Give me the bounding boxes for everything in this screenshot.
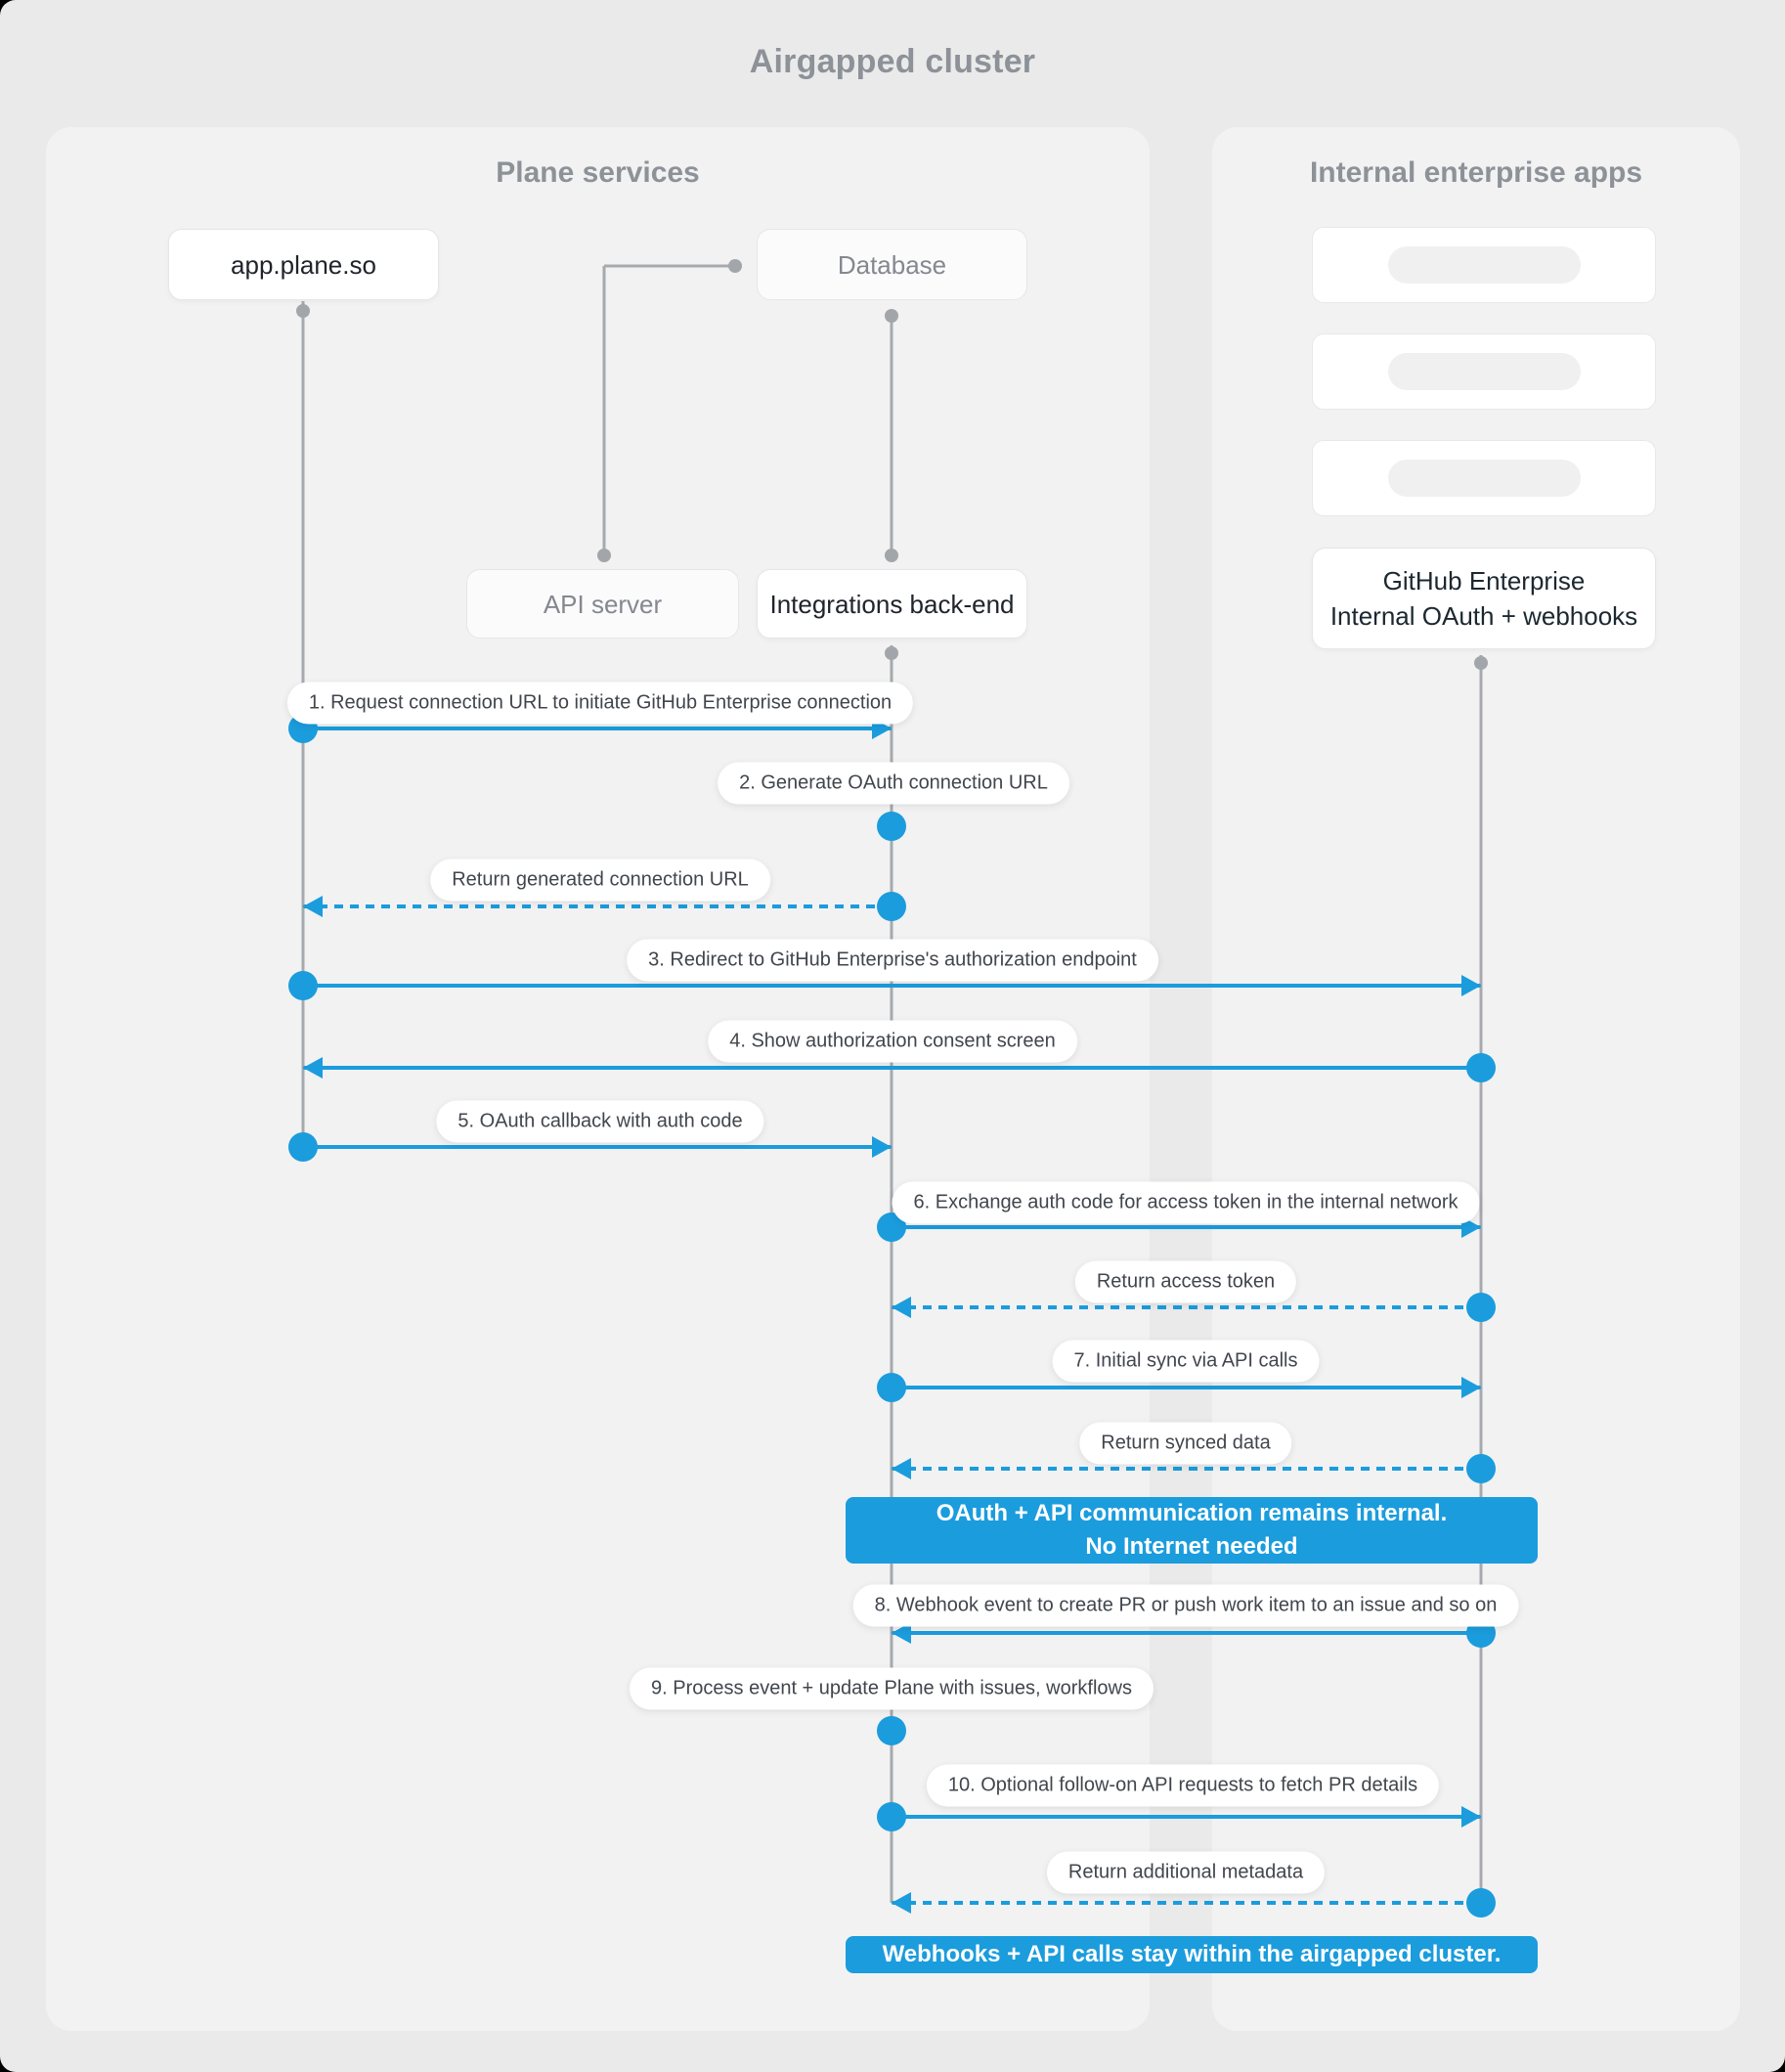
actor-github-enterprise: GitHub Enterprise Internal OAuth + webho… — [1312, 548, 1656, 649]
return-additional-metadata-arrow — [892, 1901, 1481, 1905]
message-4-arrow — [303, 1066, 1481, 1070]
return-synced-data-arrowhead — [892, 1458, 911, 1479]
actor-integrations-backend: Integrations back-end — [757, 569, 1027, 639]
message-9-label: 9. Process event + update Plane with iss… — [630, 1667, 1154, 1710]
return-synced-data-arrow — [892, 1467, 1481, 1471]
return-additional-metadata-source-dot — [1466, 1888, 1496, 1918]
message-7-arrowhead — [1461, 1377, 1481, 1398]
message-5-source-dot — [288, 1132, 318, 1162]
enterprise-app-placeholder-3 — [1312, 440, 1656, 516]
page-title: Airgapped cluster — [749, 43, 1036, 80]
actor-app-plane-so: app.plane.so — [168, 229, 439, 300]
message-3-source-dot — [288, 971, 318, 1000]
airgapped-banner: Webhooks + API calls stay within the air… — [846, 1936, 1538, 1973]
internal-communication-banner: OAuth + API communication remains intern… — [846, 1497, 1538, 1564]
return-access-token-arrow — [892, 1305, 1481, 1309]
return-access-token-label: Return access token — [1074, 1260, 1297, 1303]
message-4-label: 4. Show authorization consent screen — [708, 1020, 1077, 1063]
message-8-arrow — [892, 1631, 1481, 1635]
integrations-top-dot — [885, 549, 898, 562]
return-connection-url-label: Return generated connection URL — [430, 859, 770, 902]
message-7-arrow — [892, 1386, 1481, 1389]
placeholder-pill — [1387, 353, 1581, 390]
message-3-arrowhead — [1461, 975, 1481, 996]
message-5-arrowhead — [872, 1136, 892, 1158]
actor-integrations-backend-label: Integrations back-end — [769, 589, 1015, 619]
message-2-label: 2. Generate OAuth connection URL — [718, 762, 1069, 805]
return-synced-data-source-dot — [1466, 1454, 1496, 1483]
return-connection-url-source-dot — [877, 892, 906, 921]
plane-services-heading: Plane services — [496, 156, 700, 189]
message-5-label: 5. OAuth callback with auth code — [436, 1100, 764, 1143]
message-3-arrow — [303, 984, 1481, 988]
message-10-label: 10. Optional follow-on API requests to f… — [926, 1764, 1440, 1807]
database-bottom-dot — [885, 309, 898, 323]
enterprise-app-placeholder-2 — [1312, 333, 1656, 410]
message-4-source-dot — [1466, 1053, 1496, 1082]
message-8-arrowhead — [892, 1622, 911, 1644]
message-1-arrow — [303, 727, 892, 730]
message-10-arrow — [892, 1815, 1481, 1819]
api-server-elbow-vertical — [602, 266, 606, 555]
database-integrations-connector — [890, 309, 893, 557]
return-connection-url-arrowhead — [303, 896, 323, 917]
actor-api-server-label: API server — [543, 589, 663, 619]
internal-banner-line1: OAuth + API communication remains intern… — [936, 1500, 1448, 1526]
message-10-arrowhead — [1461, 1806, 1481, 1828]
api-server-top-dot — [597, 549, 611, 562]
message-10-source-dot — [877, 1802, 906, 1831]
internal-banner-line2: No Internet needed — [1085, 1533, 1298, 1560]
airgapped-banner-text: Webhooks + API calls stay within the air… — [882, 1941, 1502, 1967]
actor-api-server: API server — [466, 569, 739, 639]
return-additional-metadata-arrowhead — [892, 1892, 911, 1914]
actor-github-enterprise-line1: GitHub Enterprise — [1382, 566, 1586, 595]
actor-database: Database — [757, 229, 1027, 300]
placeholder-pill — [1387, 460, 1581, 497]
placeholder-pill — [1387, 246, 1581, 284]
message-7-source-dot — [877, 1373, 906, 1402]
enterprise-app-placeholder-1 — [1312, 227, 1656, 303]
api-server-elbow-top-dot — [728, 259, 742, 273]
message-6-label: 6. Exchange auth code for access token i… — [892, 1181, 1480, 1224]
app-lifeline-dot — [296, 304, 310, 318]
return-connection-url-arrow — [303, 904, 892, 908]
return-synced-data-label: Return synced data — [1079, 1422, 1292, 1465]
internal-enterprise-apps-heading: Internal enterprise apps — [1309, 156, 1643, 189]
github-lifeline-dot — [1474, 656, 1488, 670]
return-access-token-arrowhead — [892, 1297, 911, 1318]
return-access-token-source-dot — [1466, 1293, 1496, 1322]
github-lifeline — [1479, 655, 1483, 1903]
message-7-label: 7. Initial sync via API calls — [1052, 1340, 1320, 1383]
message-4-arrowhead — [303, 1057, 323, 1079]
message-2-dot — [877, 812, 906, 841]
message-1-label: 1. Request connection URL to initiate Gi… — [286, 682, 914, 725]
integrations-lifeline — [890, 645, 893, 1903]
message-5-arrow — [303, 1145, 892, 1149]
integrations-lifeline-dot — [885, 646, 898, 660]
api-server-elbow-horizontal — [604, 264, 735, 268]
message-9-dot — [877, 1716, 906, 1745]
message-6-arrow — [892, 1225, 1481, 1229]
message-3-label: 3. Redirect to GitHub Enterprise's autho… — [627, 939, 1158, 982]
return-additional-metadata-label: Return additional metadata — [1046, 1851, 1326, 1894]
actor-app-plane-so-label: app.plane.so — [231, 249, 376, 280]
plane-services-panel: Plane services — [46, 127, 1150, 2031]
actor-github-enterprise-line2: Internal OAuth + webhooks — [1329, 601, 1638, 631]
message-8-label: 8. Webhook event to create PR or push wo… — [852, 1584, 1519, 1627]
actor-database-label: Database — [837, 249, 947, 280]
